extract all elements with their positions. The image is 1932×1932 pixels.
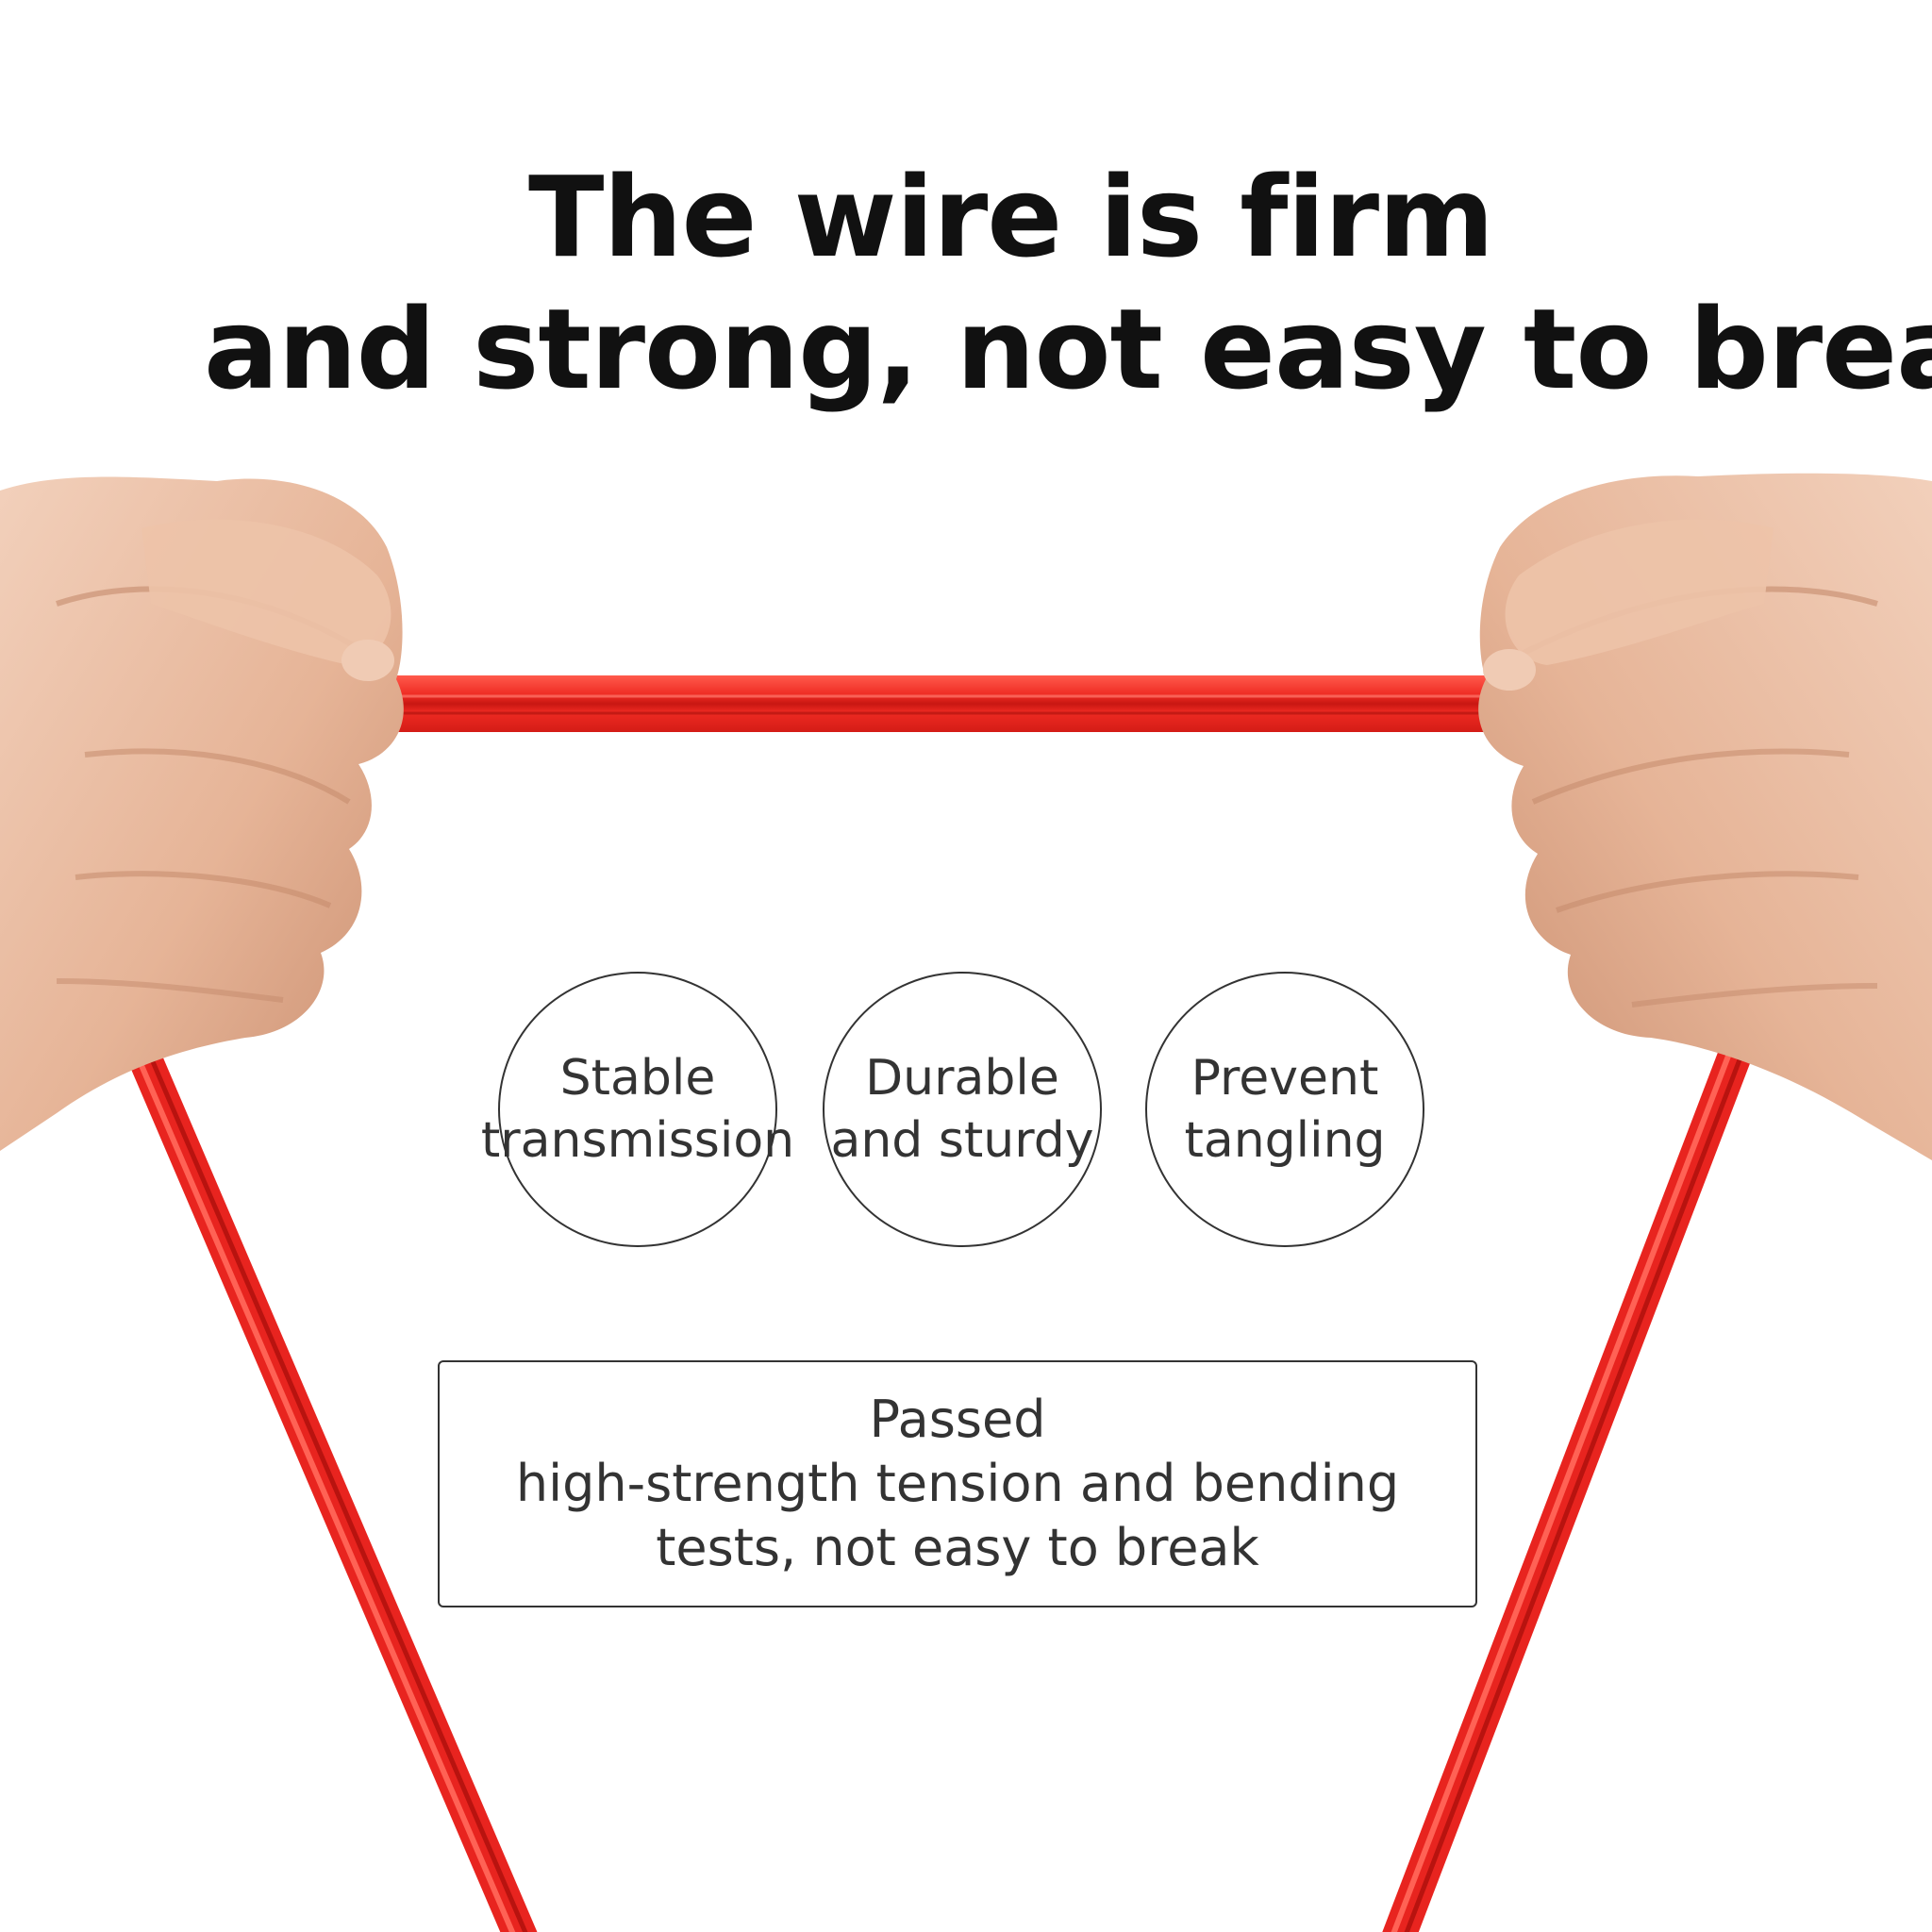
- cable-horizontal: [358, 675, 1519, 732]
- test-info-line-3: tests, not easy to break: [656, 1518, 1259, 1577]
- right-hand-icon: [1478, 473, 1932, 1161]
- feature-prevent-tangling: Prevent tangling: [1145, 972, 1424, 1247]
- test-info-line-1: Passed: [869, 1390, 1046, 1449]
- headline-line-2: and strong, not easy to break: [204, 284, 1932, 414]
- feature-label-line-1: Stable: [559, 1050, 716, 1107]
- test-info-box: Passed high-strength tension and bending…: [438, 1360, 1477, 1607]
- cable-left-diagonal: [116, 1021, 538, 1932]
- feature-label-line-1: Prevent: [1191, 1050, 1379, 1107]
- headline-line-1: The wire is firm: [528, 152, 1494, 282]
- test-info-line-2: high-strength tension and bending: [515, 1454, 1400, 1513]
- left-hand-icon: [0, 476, 404, 1152]
- cable-right-diagonal: [1382, 1022, 1761, 1932]
- feature-stable-transmission: Stable transmission: [481, 972, 794, 1247]
- feature-label-line-2: transmission: [480, 1112, 795, 1169]
- feature-label-line-1: Durable: [865, 1050, 1059, 1107]
- feature-label-line-2: and sturdy: [830, 1112, 1094, 1169]
- feature-durable-sturdy: Durable and sturdy: [823, 972, 1102, 1247]
- feature-label-line-2: tangling: [1184, 1112, 1386, 1169]
